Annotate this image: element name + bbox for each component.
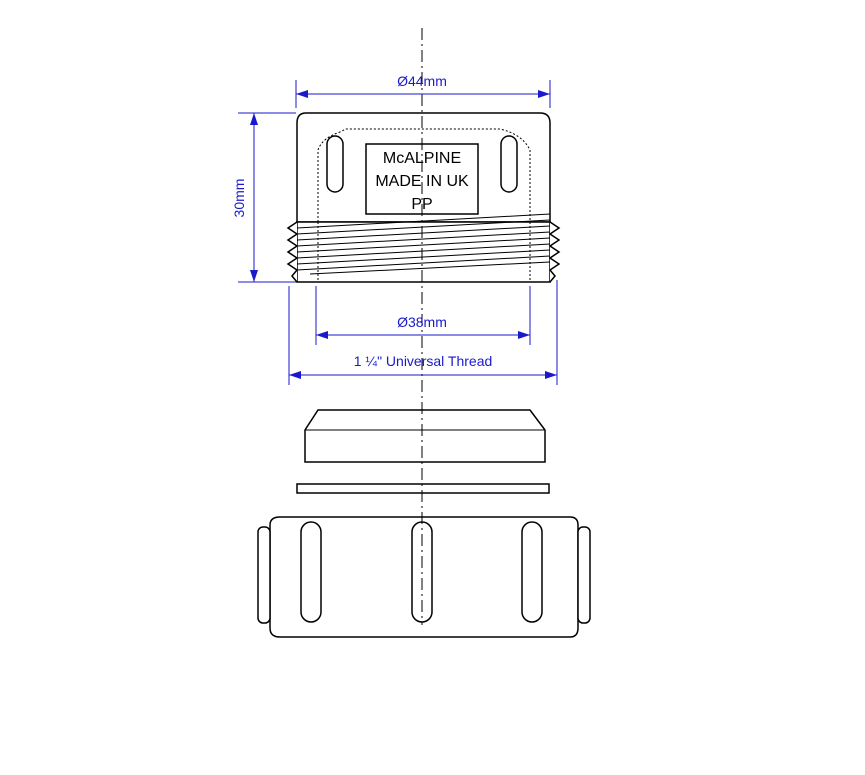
dimension-thread-inner: Ø38mm <box>315 286 531 345</box>
dimension-top-width: Ø44mm <box>295 73 551 108</box>
nut-rib-right <box>521 521 543 623</box>
dimension-thread-inner-label: Ø38mm <box>397 314 447 330</box>
cap-label-line1: McALPINE <box>383 150 461 167</box>
flat-washer <box>296 483 550 494</box>
left-grip-slot <box>326 135 344 193</box>
dimension-thread-label: 1 ¼" Universal Thread <box>354 353 493 369</box>
nut-rib-left <box>300 521 322 623</box>
dimension-height: 30mm <box>231 112 296 283</box>
threaded-cap: McALPINE MADE IN UK PP <box>286 112 561 283</box>
dimension-thread: 1 ¼" Universal Thread <box>288 280 558 385</box>
dimension-height-label: 30mm <box>231 179 247 218</box>
cap-label-line2: MADE IN UK <box>375 173 469 190</box>
cone-washer <box>304 409 546 463</box>
compression-nut <box>257 516 591 638</box>
dimension-top-width-label: Ø44mm <box>397 73 447 89</box>
right-grip-slot <box>500 135 518 193</box>
